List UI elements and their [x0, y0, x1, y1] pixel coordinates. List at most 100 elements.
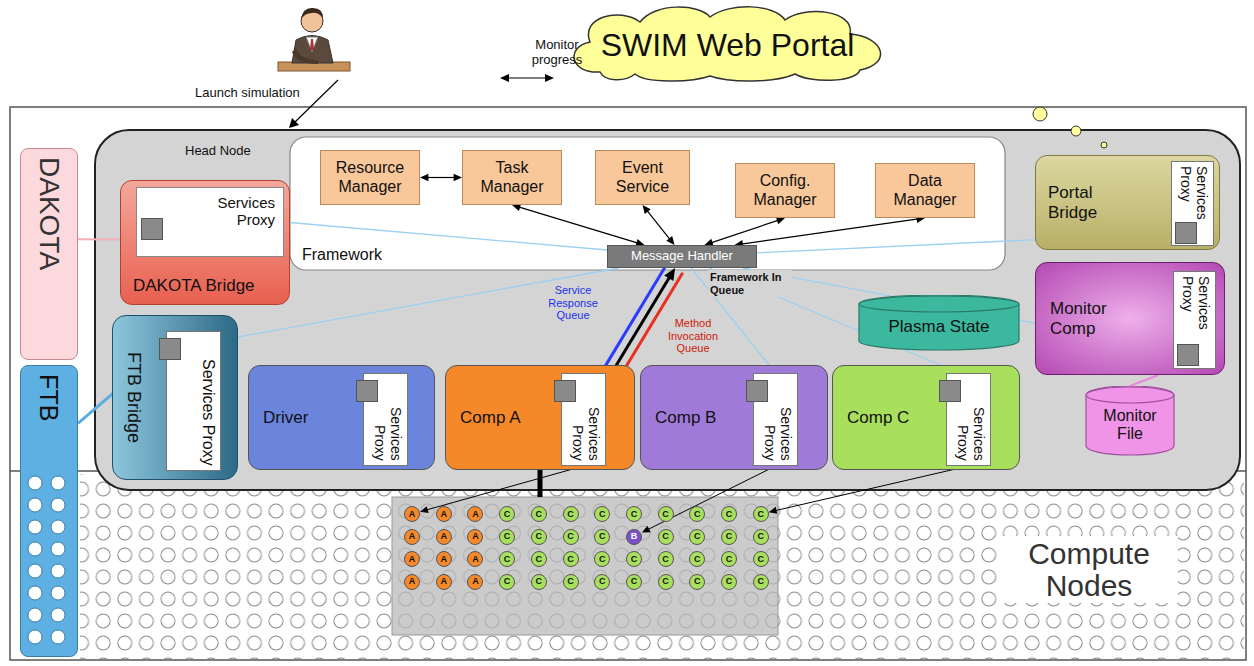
node-label: Message Handler: [631, 249, 733, 264]
arrow-head: [454, 174, 462, 182]
node-label: A: [409, 532, 416, 541]
compute-core: C: [594, 574, 610, 590]
node-label: SWIM Web Portal: [601, 27, 855, 64]
launch-arrow: [294, 80, 338, 123]
compute-core: C: [499, 551, 515, 567]
node-label: A: [409, 555, 416, 564]
node-label: FTB: [35, 374, 64, 656]
action-label: Launch simulation: [195, 86, 300, 101]
component-box: Comp B Services Proxy: [640, 365, 828, 470]
compute-core: A: [436, 574, 452, 590]
service-box: Config. Manager: [735, 163, 835, 218]
node-label: Resource Manager: [323, 159, 417, 196]
connector-line: [284, 222, 607, 250]
node-circle: [51, 586, 65, 600]
compute-core: A: [404, 529, 420, 545]
compute-core: A: [436, 506, 452, 522]
node-label: C: [694, 555, 701, 564]
service-box: Resource Manager: [320, 150, 420, 205]
compute-core: C: [594, 529, 610, 545]
node-label: C: [599, 577, 606, 586]
compute-core: A: [467, 574, 483, 590]
node-label: C: [504, 555, 511, 564]
node-label: C: [504, 577, 511, 586]
region-label: Compute Nodes: [1004, 538, 1174, 601]
node-label: C: [726, 577, 733, 586]
component-box: Portal BridgeServices Proxy: [1035, 155, 1220, 250]
connector: [735, 215, 926, 247]
message-handler: Message Handler: [607, 245, 757, 268]
cloud-outline: [574, 7, 881, 81]
connector-line: [741, 219, 918, 244]
compute-core: C: [689, 574, 705, 590]
proxy-box: Services Proxy: [136, 187, 284, 257]
compute-core: C: [499, 574, 515, 590]
data-cylinder: Monitor File: [1085, 386, 1175, 456]
cylinder-body: [859, 295, 1019, 350]
connector-line: [775, 466, 969, 511]
arrow-head: [769, 507, 778, 514]
node-label: Config. Manager: [738, 172, 832, 209]
node-label: Plasma State: [888, 317, 989, 337]
compute-core: A: [436, 529, 452, 545]
compute-core: A: [404, 551, 420, 567]
node-label: C: [599, 555, 606, 564]
connector: [642, 466, 776, 533]
compute-core: C: [626, 551, 642, 567]
node-label: C: [631, 510, 638, 519]
compute-core: C: [531, 551, 547, 567]
node-label: A: [440, 510, 447, 519]
compute-core: C: [658, 529, 674, 545]
compute-core: C: [721, 551, 737, 567]
node-label: C: [567, 532, 574, 541]
queue-label: Framework In Queue: [710, 271, 790, 296]
node-label: A: [440, 577, 447, 586]
node-label: Comp B: [655, 408, 716, 428]
node-label: C: [631, 555, 638, 564]
node-label: B: [631, 532, 638, 541]
component-box: DAKOTA Bridge Services Proxy: [120, 180, 290, 305]
node-circle: [28, 586, 42, 600]
node-circle: [51, 542, 65, 556]
proxy-port: [1175, 222, 1197, 244]
node-label: FTB Bridge: [123, 352, 144, 443]
side-band: DAKOTA: [20, 148, 78, 360]
connector: [512, 204, 645, 246]
node-label: A: [409, 510, 416, 519]
node-label: C: [631, 577, 638, 586]
node-label: C: [757, 577, 764, 586]
connector-line: [648, 466, 776, 530]
component-box: Comp AServices Proxy: [445, 365, 635, 470]
arrow-head: [666, 236, 674, 245]
node-label: Services Proxy: [372, 378, 404, 461]
node-label: Services Proxy: [762, 378, 794, 461]
compute-core: C: [721, 506, 737, 522]
node-circle: [51, 564, 65, 578]
compute-core: C: [753, 506, 769, 522]
node-label: C: [662, 510, 669, 519]
compute-core: C: [563, 529, 579, 545]
arrow-head: [776, 217, 785, 224]
connector-line: [427, 177, 456, 178]
proxy-port: [554, 380, 576, 402]
shirt: [306, 37, 318, 52]
node-label: A: [472, 532, 479, 541]
node-label: DAKOTA Bridge: [133, 276, 255, 296]
connector: [420, 174, 462, 182]
node-label: Head Node: [185, 144, 251, 159]
node-label: A: [472, 510, 479, 519]
arrow-head: [420, 506, 429, 513]
node-label: C: [536, 532, 543, 541]
proxy-box: Services Proxy: [946, 373, 991, 466]
node-label: A: [440, 555, 447, 564]
compute-core: C: [531, 506, 547, 522]
node-label: Comp A: [460, 408, 520, 428]
node-circle: [51, 520, 65, 534]
thought-bubble: [1033, 107, 1047, 121]
thought-bubble: [1101, 142, 1107, 148]
connector: [643, 205, 675, 245]
queue-label: Service Response Queue: [537, 284, 609, 322]
cloud-portal: SWIM Web Portal: [560, 2, 895, 84]
connector-line: [518, 207, 638, 243]
compute-core: C: [689, 529, 705, 545]
